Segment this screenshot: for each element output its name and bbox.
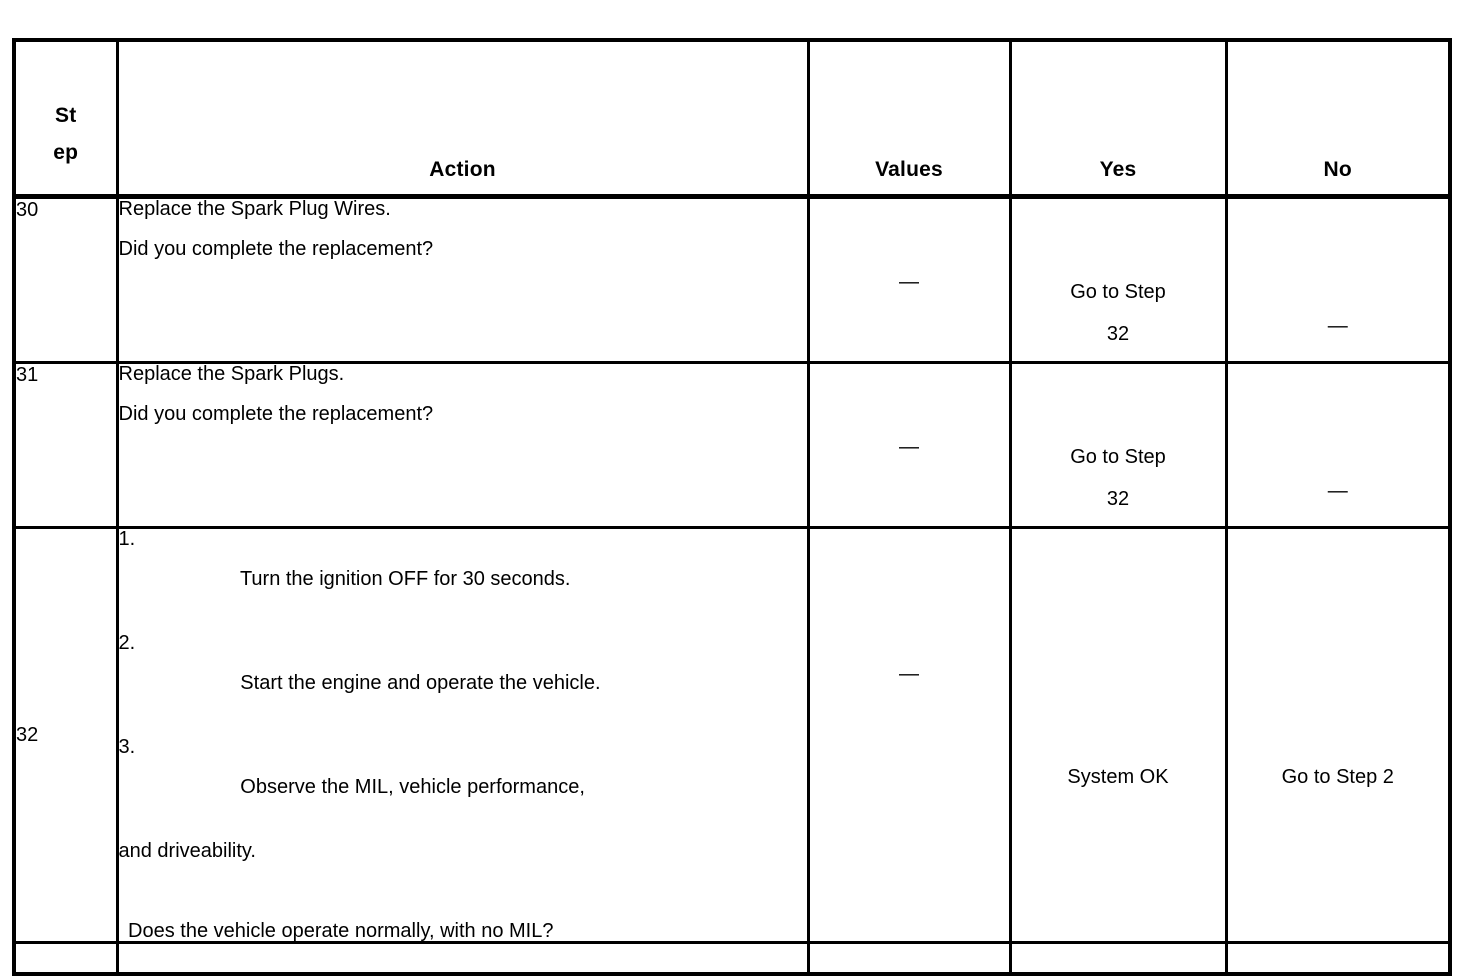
column-header-action: Action xyxy=(115,38,810,199)
action-cell: 1. Turn the ignition OFF for 30 seconds.… xyxy=(115,526,810,944)
list-item-number: 2. xyxy=(118,632,136,654)
column-header-values: Values xyxy=(806,38,1012,199)
column-header-step-line2: ep xyxy=(53,141,79,164)
list-item-text: Start the engine and operate the vehicle… xyxy=(240,672,601,694)
column-header-no: No xyxy=(1224,38,1452,199)
no-cell: Go to Step 2 xyxy=(1224,526,1452,944)
no-cell: — xyxy=(1224,195,1452,364)
values-text: — xyxy=(899,436,919,458)
values-text: — xyxy=(899,663,919,685)
column-header-step-line1: St xyxy=(55,104,77,128)
no-cell xyxy=(1224,941,1452,976)
yes-cell: Go to Step 32 xyxy=(1008,361,1228,529)
yes-text-line2: 32 xyxy=(1106,323,1130,345)
list-item-number: 1. xyxy=(118,528,136,550)
blank-line-spacer xyxy=(119,885,807,921)
values-cell: — xyxy=(806,361,1012,529)
column-header-step: St ep xyxy=(12,38,119,199)
yes-text: System OK xyxy=(1067,766,1169,788)
list-item: 2. Start the engine and operate the vehi… xyxy=(119,633,807,713)
step-number-cell: 32 xyxy=(12,526,119,944)
column-header-yes: Yes xyxy=(1008,38,1228,199)
action-question-line: Does the vehicle operate normally, with … xyxy=(122,920,554,942)
list-item: 3. Observe the MIL, vehicle performance, xyxy=(119,737,807,817)
action-cell: Replace the Spark Plug Wires. Did you co… xyxy=(115,195,810,364)
list-item-text: Turn the ignition OFF for 30 seconds. xyxy=(239,568,571,590)
list-item: 1. Turn the ignition OFF for 30 seconds. xyxy=(119,529,807,609)
action-continuation-line: and driveability. xyxy=(118,840,256,862)
list-item-text: Observe the MIL, vehicle performance, xyxy=(240,776,585,798)
diagnostic-procedure-table: St ep Action Values Yes No 30 Replace th… xyxy=(12,38,1452,976)
document-page: St ep Action Values Yes No 30 Replace th… xyxy=(12,38,1452,976)
step-number-cell xyxy=(12,941,119,976)
values-cell: — xyxy=(806,526,1012,944)
action-line: Replace the Spark Plug Wires. xyxy=(118,198,391,220)
values-text: — xyxy=(899,271,919,293)
table-header-row: St ep Action Values Yes No xyxy=(12,38,1452,199)
action-cell xyxy=(115,941,810,976)
yes-cell: Go to Step 32 xyxy=(1008,195,1228,364)
table-row: 31 Replace the Spark Plugs. Did you comp… xyxy=(12,361,1452,529)
values-cell: — xyxy=(806,195,1012,364)
no-text: — xyxy=(1327,480,1348,502)
yes-text-line2: 32 xyxy=(1106,488,1130,510)
action-cell: Replace the Spark Plugs. Did you complet… xyxy=(115,361,810,529)
yes-text-line1: Go to Step xyxy=(1070,281,1166,303)
step-number-cell: 30 xyxy=(12,195,119,364)
no-cell: — xyxy=(1224,361,1452,529)
action-line: Did you complete the replacement? xyxy=(118,238,434,260)
action-line: Replace the Spark Plugs. xyxy=(118,363,345,385)
table-row: 30 Replace the Spark Plug Wires. Did you… xyxy=(12,195,1452,364)
step-number-cell: 31 xyxy=(12,361,119,529)
yes-text-line1: Go to Step xyxy=(1070,446,1166,468)
list-item-number: 3. xyxy=(118,736,136,758)
values-cell xyxy=(806,941,1012,976)
no-text: — xyxy=(1327,315,1348,337)
action-line: Did you complete the replacement? xyxy=(118,403,434,425)
yes-cell: System OK xyxy=(1008,526,1228,944)
table-row-partial xyxy=(12,941,1452,976)
yes-cell xyxy=(1008,941,1228,976)
no-text: Go to Step 2 xyxy=(1281,766,1394,788)
table-row: 32 1. Turn the ignition OFF for 30 secon… xyxy=(12,526,1452,944)
